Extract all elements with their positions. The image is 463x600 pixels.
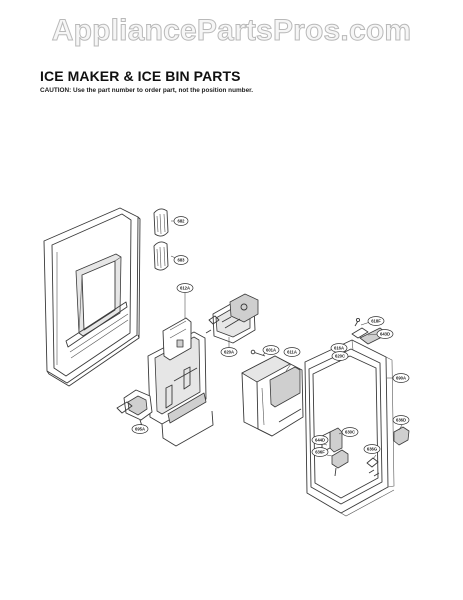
svg-text:636G: 636G [367, 447, 377, 452]
svg-text:636D: 636D [396, 418, 406, 423]
svg-text:682: 682 [178, 219, 186, 224]
svg-text:695A: 695A [135, 427, 145, 432]
mounting-screw [250, 349, 266, 357]
svg-text:690A: 690A [396, 376, 406, 381]
ice-chute-bracket [116, 389, 153, 430]
callout-611a: 611A [283, 347, 301, 357]
svg-text:611A: 611A [287, 350, 297, 355]
callout-616a: 616A [330, 343, 348, 353]
svg-text:643D: 643D [380, 332, 390, 337]
ice-bin [241, 355, 304, 437]
callout-690a: 690A [392, 373, 410, 383]
callout-695a: 695A [131, 424, 149, 434]
page-title: ICE MAKER & ICE BIN PARTS [40, 68, 241, 84]
clip-screw-pair [366, 457, 380, 477]
ice-maker-housing [147, 317, 214, 447]
door-liner-frame [43, 207, 141, 387]
callout-636g: 636G [363, 444, 381, 454]
svg-text:683: 683 [178, 258, 186, 263]
svg-text:612A: 612A [180, 286, 190, 291]
door-clip [393, 426, 410, 446]
grommet-upper [153, 208, 169, 237]
callout-618f: 618F [367, 316, 385, 326]
callout-620a: 620A [220, 347, 238, 357]
callout-630c: 630C [341, 427, 359, 437]
callout-636d: 636D [392, 415, 410, 425]
svg-text:601A: 601A [266, 348, 276, 353]
svg-text:620A: 620A [224, 350, 234, 355]
callout-601a: 601A [262, 345, 280, 355]
grommet-lower [153, 241, 169, 271]
callout-612a: 612A [176, 283, 194, 293]
svg-text:618F: 618F [371, 319, 381, 324]
watermark-logo: AppliancePartsPros.com [51, 14, 412, 48]
callout-682: 682 [173, 216, 189, 226]
ice-bin-front-door [304, 339, 395, 517]
callout-644d: 644D [311, 435, 329, 445]
ice-maker-motor-assembly [205, 293, 259, 344]
svg-text:630C: 630C [345, 430, 355, 435]
svg-text:616A: 616A [334, 346, 344, 351]
svg-text:636F: 636F [315, 450, 325, 455]
callout-620c: 620C [331, 351, 349, 361]
callout-636f: 636F [311, 447, 329, 457]
callout-643d: 643D [376, 329, 394, 339]
caution-note: CAUTION: Use the part number to order pa… [40, 87, 254, 94]
svg-text:620C: 620C [335, 354, 345, 359]
callout-683: 683 [173, 255, 189, 265]
svg-text:644D: 644D [315, 438, 325, 443]
